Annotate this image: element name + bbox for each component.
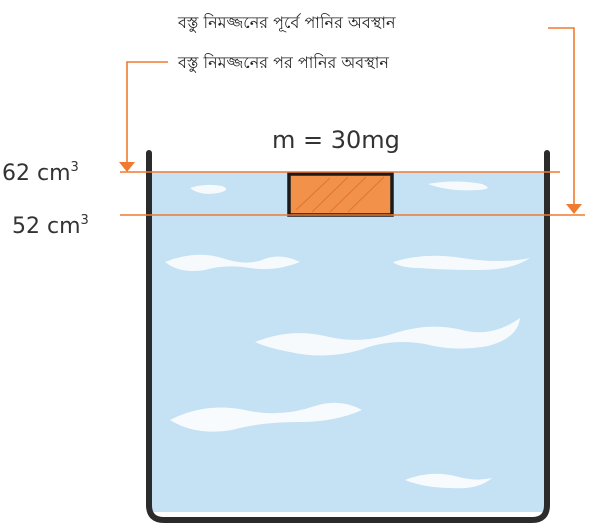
wave-6 [170, 402, 362, 432]
water-waves [165, 181, 530, 489]
wave-1 [190, 184, 227, 194]
label-water-before: বস্তু নিমজ্জনের পূর্বে পানির অবস্থান [177, 13, 396, 33]
label-volume-after: 62 cm3 [2, 160, 79, 186]
indicator-after-arrowhead [119, 162, 135, 172]
wave-2 [428, 181, 488, 191]
beaker-outline [146, 150, 550, 523]
wave-3 [165, 254, 300, 271]
label-water-after: বস্তু নিমজ্জনের পর পানির অবস্থান [177, 53, 389, 73]
wave-5 [255, 318, 520, 356]
label-mass: m = 30mg [272, 126, 400, 154]
indicator-after-path [126, 61, 168, 168]
label-volume-before: 52 cm3 [12, 213, 89, 239]
wave-7 [405, 473, 492, 489]
block-wood-grain [295, 176, 385, 213]
indicator-before-path [548, 27, 575, 211]
submerged-block [287, 172, 394, 217]
wave-4 [393, 255, 530, 270]
indicator-before-arrowhead [566, 204, 582, 214]
